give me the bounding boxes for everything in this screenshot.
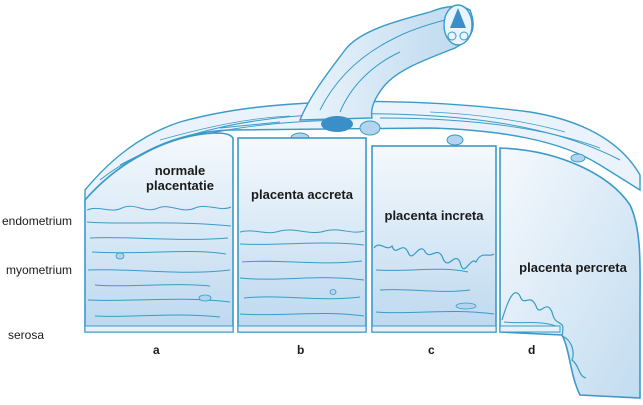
- placental-vessels: [143, 116, 586, 163]
- label-serosa: serosa: [8, 328, 45, 342]
- label-myometrium: myometrium: [6, 263, 73, 277]
- panel-a-title-line2: placentatie: [146, 178, 214, 193]
- panel-a-title-line1: normale: [154, 163, 206, 178]
- umbilical-cord: [219, 4, 474, 129]
- label-endometrium: endometrium: [2, 214, 73, 228]
- panel-d-title: placenta percreta: [519, 260, 627, 275]
- panel-a-title: normale placentatie: [135, 163, 225, 193]
- panel-d-letter: d: [528, 343, 536, 357]
- panel-c-title: placenta increta: [384, 208, 484, 223]
- panel-a-wall: [84, 132, 234, 333]
- panel-b-wall: [237, 137, 367, 333]
- panel-a-letter: a: [153, 343, 160, 357]
- panel-c-letter: c: [428, 343, 435, 357]
- panel-b-letter: b: [297, 343, 305, 357]
- panel-d-wall: [499, 147, 641, 399]
- panel-b-title: placenta accreta: [251, 187, 353, 202]
- panel-c-wall: [371, 145, 497, 333]
